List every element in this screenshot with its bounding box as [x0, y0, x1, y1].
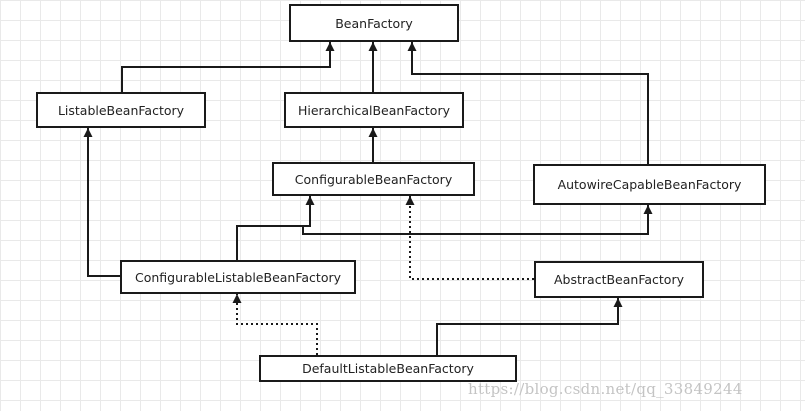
node-configurable-bean-factory: ConfigurableBeanFactory — [272, 162, 475, 196]
edge-configurablelistable-to-listable — [83, 128, 120, 277]
node-autowire-capable-bean-factory: AutowireCapableBeanFactory — [533, 164, 766, 205]
edge-autowire-to-beanfactory — [407, 42, 649, 164]
node-abstract-bean-factory: AbstractBeanFactory — [534, 261, 704, 298]
edge-listable-to-beanfactory — [121, 42, 335, 92]
edge-default-to-configurablelistable — [232, 294, 318, 355]
node-configurable-listable-bean-factory: ConfigurableListableBeanFactory — [120, 260, 356, 294]
edge-default-to-abstract — [436, 298, 623, 355]
node-bean-factory: BeanFactory — [289, 4, 459, 42]
edge-configurablelistable-to-configurable — [236, 196, 315, 260]
node-hierarchical-bean-factory: HierarchicalBeanFactory — [284, 92, 464, 128]
edge-configurablelistable-to-autowire — [302, 205, 653, 235]
watermark-text: https://blog.csdn.net/qq_33849244 — [468, 380, 743, 398]
node-default-listable-bean-factory: DefaultListableBeanFactory — [259, 355, 517, 382]
node-listable-bean-factory: ListableBeanFactory — [36, 92, 206, 128]
edge-abstract-to-configurable — [405, 196, 534, 280]
